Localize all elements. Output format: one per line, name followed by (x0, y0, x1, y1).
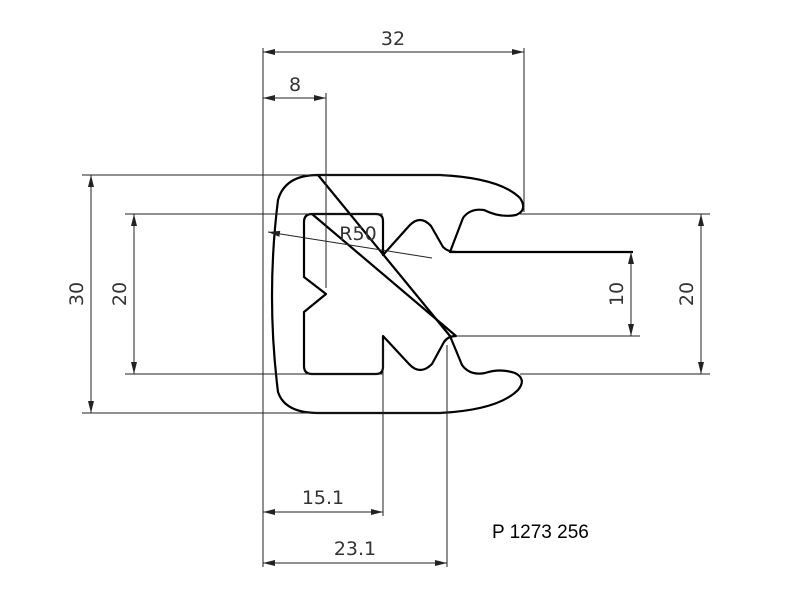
dim-line-radius (267, 230, 433, 259)
dim-text-32: 32 (381, 28, 405, 50)
dim-text-8: 8 (289, 74, 301, 96)
part-number: P 1273 256 (492, 522, 589, 543)
dim-text-15-1: 15.1 (302, 487, 344, 509)
dim-text-30: 30 (66, 282, 88, 306)
profile-inner-cavity (302, 212, 458, 376)
dim-text-23-1: 23.1 (334, 538, 376, 560)
dim-text-radius: R50 (339, 223, 376, 245)
dim-text-20-left: 20 (109, 282, 131, 306)
dim-text-10: 10 (606, 282, 628, 306)
profile-outline (270, 173, 633, 415)
dim-text-20-right: 20 (676, 282, 698, 306)
